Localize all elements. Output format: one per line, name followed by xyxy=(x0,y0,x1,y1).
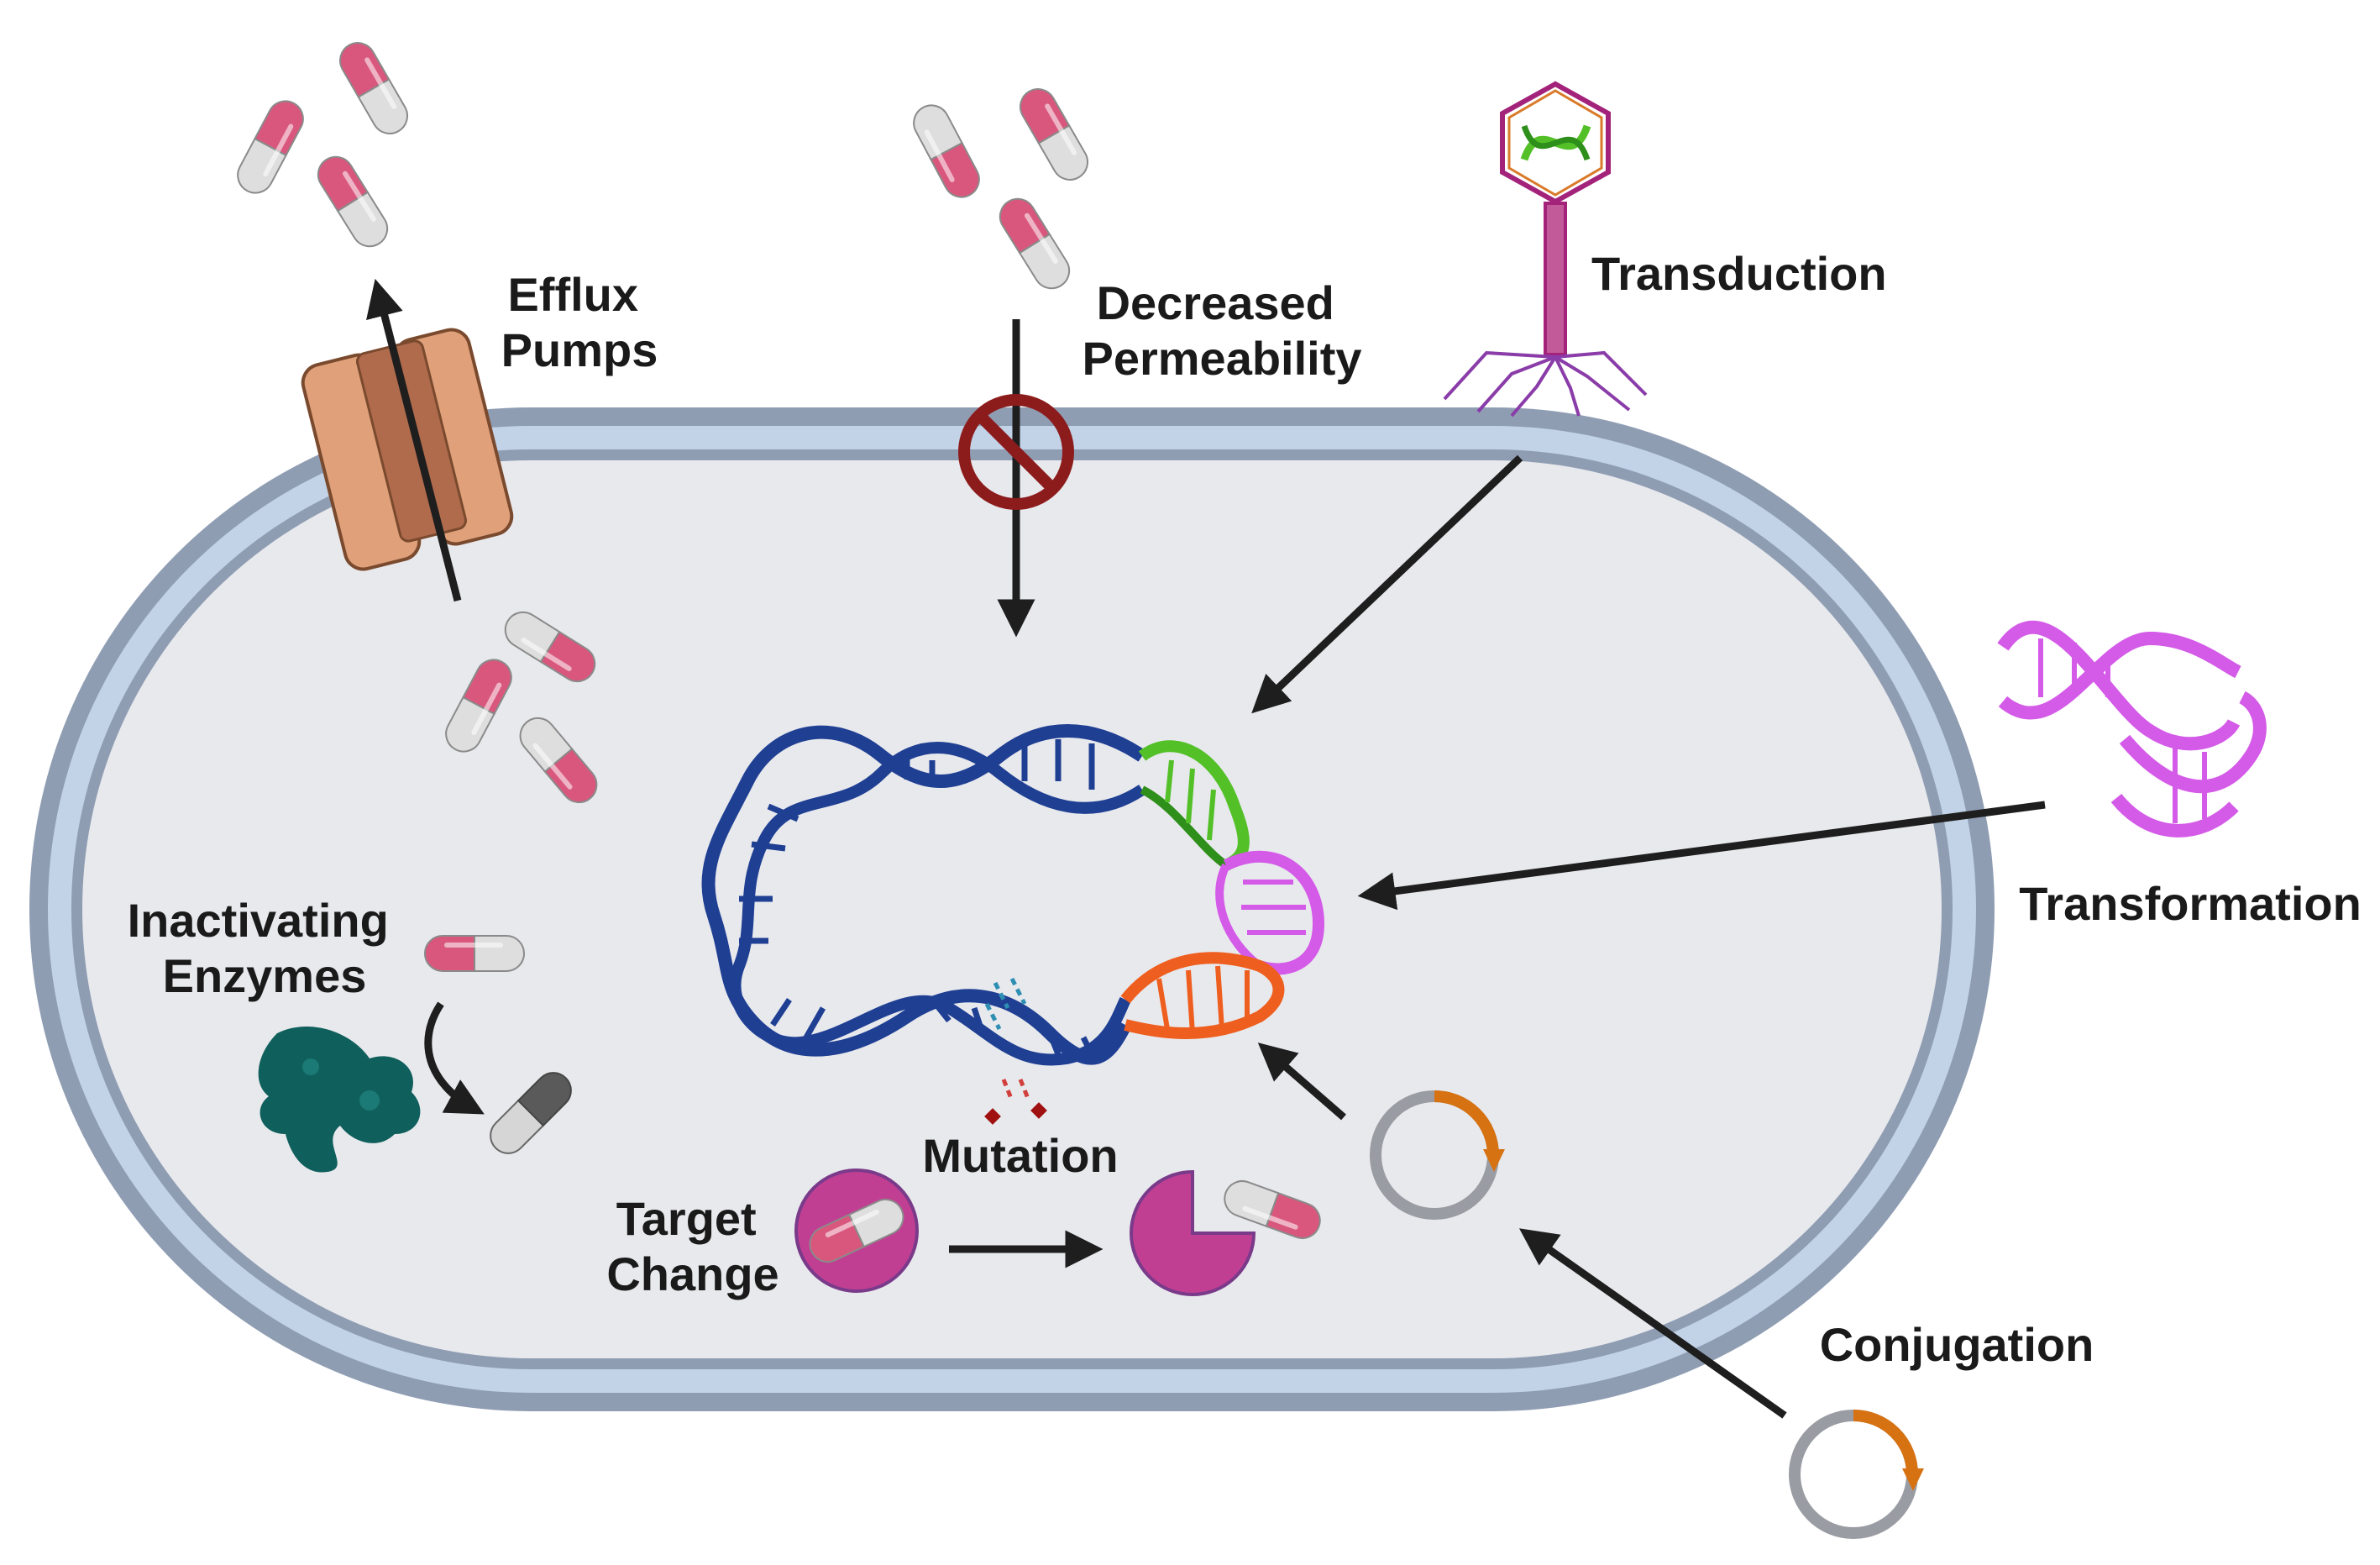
inactivating-label: Inactivating Enzymes xyxy=(128,894,402,1002)
target-protein-icon xyxy=(1130,1169,1256,1296)
transformation-label: Transformation xyxy=(2019,877,2362,930)
permeability-label: Decreased Permeability xyxy=(1082,276,1361,385)
transformation-arrow xyxy=(1357,801,2046,911)
enzyme-icon xyxy=(258,1026,421,1173)
mutation-label: Mutation xyxy=(922,1129,1118,1182)
dna-helix-icon xyxy=(701,724,1325,1066)
enzyme-arrow xyxy=(424,1001,485,1115)
plasmid-arrow xyxy=(1257,1042,1346,1121)
efflux-arrow xyxy=(366,278,462,602)
plasmid-icon xyxy=(1370,1090,1505,1220)
plasmid-icon xyxy=(1789,1410,1924,1539)
dna-helix-icon xyxy=(1997,620,2267,838)
transduction-arrow xyxy=(1251,454,1523,714)
capsule-icon xyxy=(906,81,1095,297)
no-entry-icon xyxy=(958,394,1074,510)
target-protein-icon xyxy=(794,1168,919,1293)
target-label: Target Change xyxy=(606,1192,778,1300)
bacteriophage-icon xyxy=(1443,81,1648,418)
capsule-icon xyxy=(424,935,525,972)
efflux-label: Efflux Pumps xyxy=(501,268,658,376)
conjugation-label: Conjugation xyxy=(1820,1318,2094,1371)
capsule-icon xyxy=(230,35,415,255)
mutation-icon xyxy=(984,977,1047,1125)
conjugation-arrow xyxy=(1518,1228,1787,1419)
transduction-label: Transduction xyxy=(1591,247,1887,300)
